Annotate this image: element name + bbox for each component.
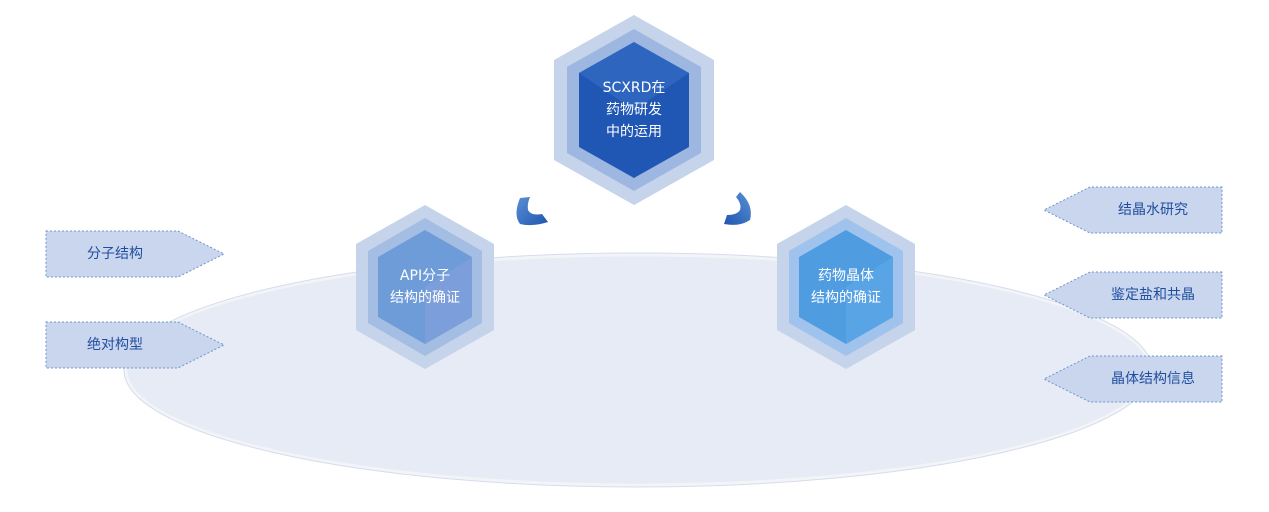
center-line-3: 中的运用 xyxy=(605,124,662,140)
right-hexagon xyxy=(777,205,915,369)
arrow-left-icon xyxy=(516,197,548,226)
right-tag-2 xyxy=(1042,355,1223,403)
right-tag-1 xyxy=(1042,271,1223,319)
right-tag-label-2: 晶体结构信息 xyxy=(1111,371,1195,387)
left-hex-line-1: API分子 xyxy=(399,268,451,284)
center-hexagon xyxy=(554,15,714,205)
right-hex-label: 药物晶体 结构的确证 xyxy=(811,265,881,309)
right-hex-line-2: 结构的确证 xyxy=(811,290,881,306)
center-line-1: SCXRD在 xyxy=(602,80,666,96)
left-tag-0 xyxy=(45,230,226,278)
right-tag-0 xyxy=(1042,186,1223,234)
center-line-2: 药物研发 xyxy=(605,102,662,118)
left-tag-1 xyxy=(45,321,226,369)
right-hex-line-1: 药物晶体 xyxy=(818,268,874,284)
right-tag-label-1: 鉴定盐和共晶 xyxy=(1111,287,1195,303)
left-hex-line-2: 结构的确证 xyxy=(390,290,460,306)
left-hexagon xyxy=(356,205,494,369)
left-tag-label-1: 绝对构型 xyxy=(87,337,143,353)
base-ellipse xyxy=(124,253,1152,487)
left-hex-label: API分子 结构的确证 xyxy=(390,265,460,309)
center-hex-label: SCXRD在 药物研发 中的运用 xyxy=(603,77,666,143)
right-tag-label-0: 结晶水研究 xyxy=(1118,202,1188,218)
arrow-right-icon xyxy=(724,192,751,225)
left-tag-label-0: 分子结构 xyxy=(87,246,143,262)
